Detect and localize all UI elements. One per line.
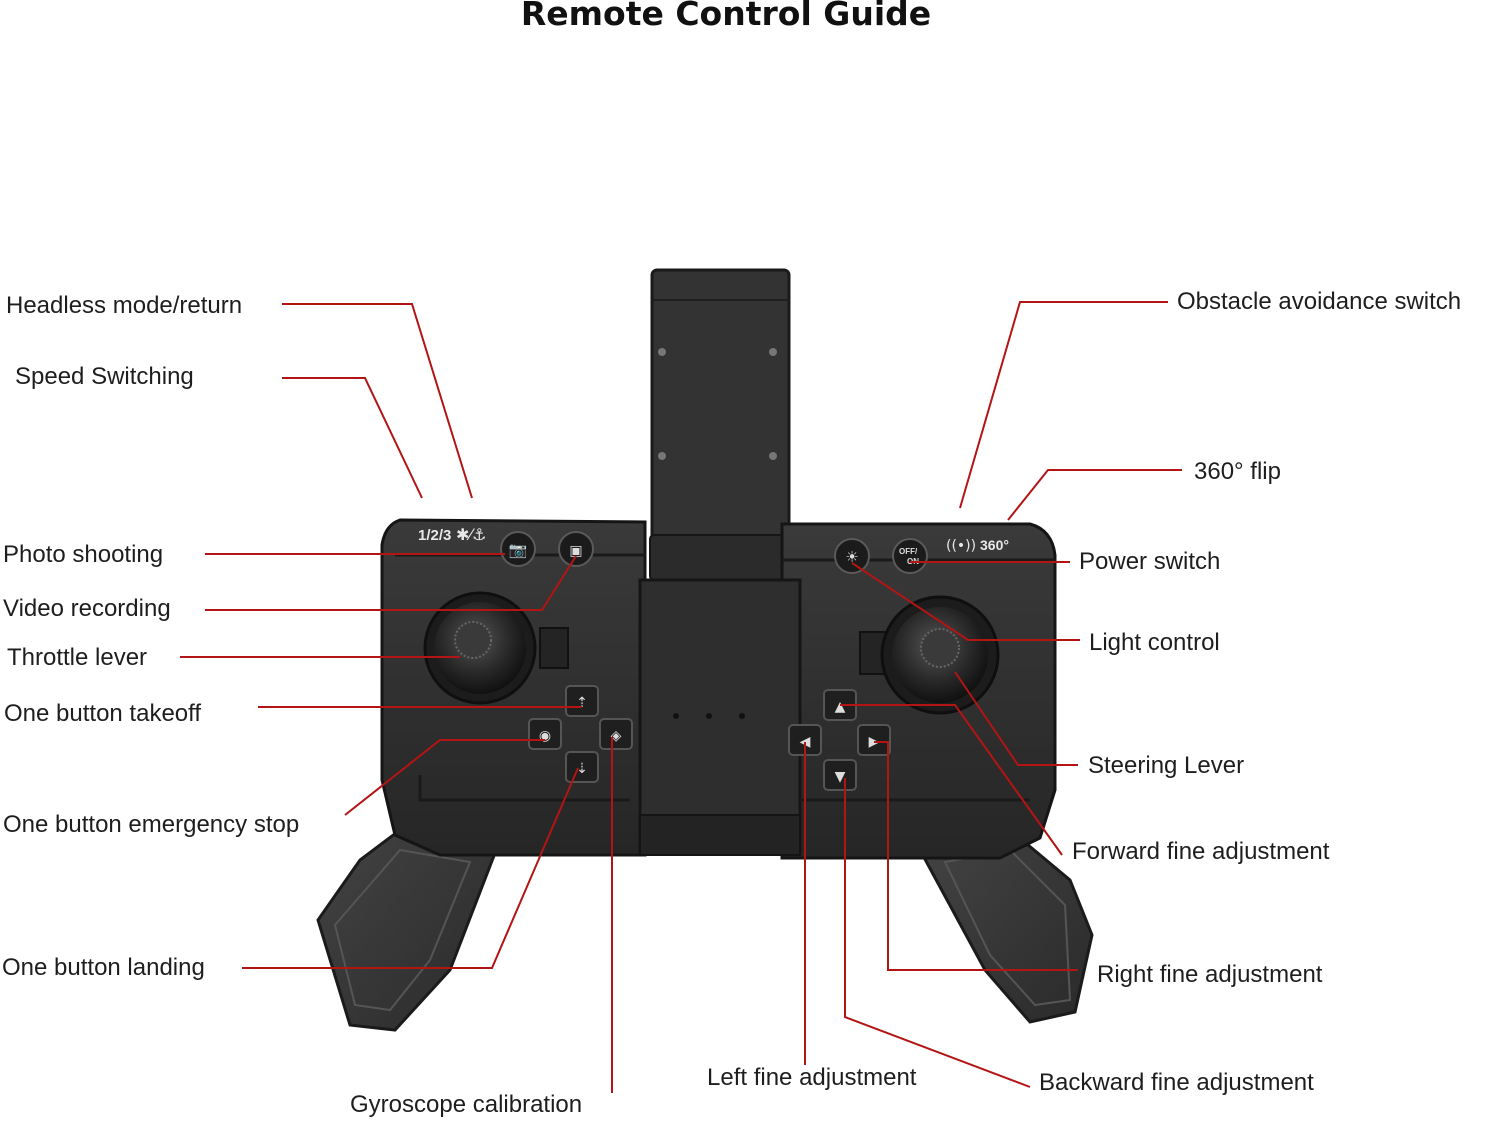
video-button[interactable] [558, 531, 594, 567]
takeoff-icon: ⇡ [576, 695, 588, 711]
leader-headless [282, 303, 473, 499]
label-left-adjust: Left fine adjustment [707, 1064, 917, 1091]
camera-icon: 📷 [509, 541, 528, 559]
photo-button[interactable] [500, 531, 536, 567]
emergency-stop-button[interactable] [528, 718, 562, 750]
power-button[interactable] [892, 538, 928, 574]
label-throttle-lever: Throttle lever [7, 644, 148, 671]
label-headless-mode: Headless mode/return [6, 292, 243, 319]
left-grip-inset [333, 848, 472, 1012]
gyro-button[interactable] [599, 718, 633, 750]
label-steering-lever: Steering Lever [1088, 752, 1245, 779]
leader-speed [282, 377, 423, 499]
throttle-stick-cap [454, 621, 492, 659]
page-title: Remote Control Guide [520, 0, 932, 33]
signal-icon: ((•)) [946, 538, 976, 554]
speaker-hole [673, 713, 679, 719]
label-gyro-calibration: Gyroscope calibration [350, 1091, 583, 1118]
leader-obstacle [959, 301, 1168, 509]
speaker-hole [706, 713, 712, 719]
arrow-up-icon: ▲ [835, 699, 846, 715]
label-backward-adjust: Backward fine adjustment [1039, 1069, 1314, 1096]
label-light-control: Light control [1089, 629, 1220, 656]
flip-marking: 360° [980, 537, 1009, 553]
leader-light [851, 562, 1080, 641]
speaker-hole [739, 713, 745, 719]
leader-forward [840, 704, 1063, 856]
label-obstacle-avoidance: Obstacle avoidance switch [1177, 288, 1462, 315]
phone-holder [650, 268, 791, 582]
landing-icon: ⇣ [576, 761, 588, 777]
label-power-switch: Power switch [1079, 548, 1221, 575]
leader-right [874, 741, 1078, 971]
leader-steering [954, 671, 1078, 766]
label-right-adjust: Right fine adjustment [1097, 961, 1323, 988]
power-marking-top: OFF/ [899, 547, 918, 556]
leader-emergency [344, 739, 545, 816]
light-button[interactable] [834, 538, 870, 574]
landing-button[interactable] [565, 751, 599, 783]
label-flip: 360° flip [1194, 458, 1281, 485]
right-trim-button[interactable] [857, 724, 891, 756]
headless-icon: ✱⁄⚓ [456, 525, 486, 544]
label-forward-adjust: Forward fine adjustment [1072, 838, 1330, 865]
label-takeoff: One button takeoff [4, 700, 202, 727]
label-video-recording: Video recording [3, 595, 171, 622]
label-photo-shooting: Photo shooting [3, 541, 164, 568]
leader-flip [1007, 469, 1182, 521]
takeoff-button[interactable] [565, 685, 599, 717]
speed-marking: 1/2/3 [418, 527, 451, 544]
leader-landing [242, 767, 579, 969]
gyro-icon: ◈ [611, 728, 622, 744]
label-speed-switching: Speed Switching [15, 363, 194, 390]
label-landing: One button landing [2, 954, 205, 981]
left-grip [316, 813, 502, 1032]
video-icon: ▣ [569, 543, 582, 559]
label-emergency-stop: One button emergency stop [3, 811, 300, 838]
backward-trim-button[interactable] [823, 759, 857, 791]
bulb-icon: ☀ [845, 548, 858, 566]
stop-icon: ◉ [539, 728, 551, 744]
center-tray [638, 578, 802, 854]
arrow-down-icon: ▼ [835, 769, 846, 785]
steering-stick-cap [920, 628, 960, 668]
leader-video [205, 555, 577, 611]
leader-backward [844, 778, 1031, 1088]
